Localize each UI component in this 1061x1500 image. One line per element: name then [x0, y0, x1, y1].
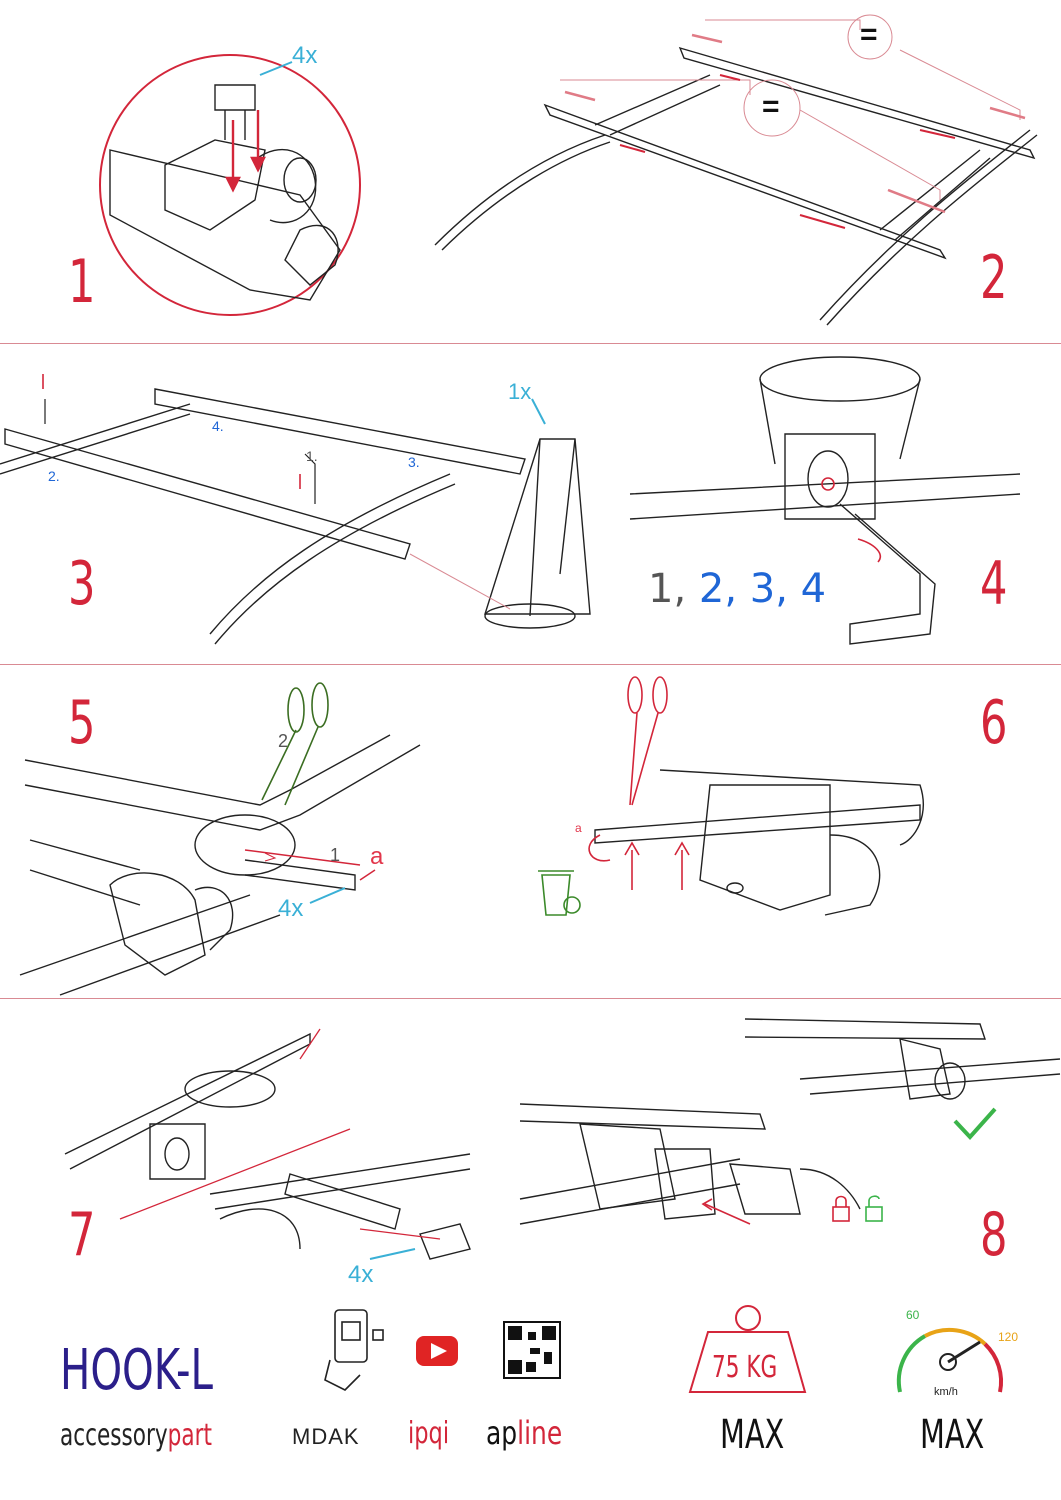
step-number: 3	[68, 549, 96, 619]
qty-label: 4x	[292, 42, 318, 69]
speedometer-icon	[896, 1327, 1004, 1393]
product-name: HOOK-L	[60, 1338, 214, 1403]
order-2: 2,	[698, 566, 738, 612]
sub-step-2: 2.	[48, 468, 60, 484]
step-4-illustration	[629, 356, 1021, 645]
step-number: 1	[68, 247, 96, 317]
order-4: 4	[800, 566, 827, 612]
step-1-illustration	[99, 54, 361, 316]
speed-max: MAX	[920, 1412, 985, 1458]
step-number: 5	[68, 688, 96, 758]
sub-step-3: 3.	[408, 454, 420, 470]
divider	[0, 998, 1061, 999]
brand-ipqi: ipqi	[408, 1416, 450, 1451]
step-2-illustration	[434, 14, 1038, 326]
step-6-panel: a 6	[520, 665, 1061, 997]
step-number: 4	[980, 549, 1008, 619]
speed-unit: km/h	[934, 1386, 958, 1398]
qr-code-icon	[503, 1321, 561, 1379]
step-5-illustration	[19, 682, 421, 996]
step-number: 6	[980, 688, 1008, 758]
brand-mdak: MDAK	[292, 1424, 360, 1449]
footer-icons	[324, 1305, 1004, 1393]
step-8-panel: 8	[500, 999, 1061, 1299]
qty-label: 4x	[278, 895, 304, 922]
check-mark-icon	[953, 1107, 997, 1140]
step-number: 7	[68, 1200, 96, 1270]
step-7-panel: 4x 7	[0, 999, 500, 1299]
step-5-panel: 2 1 a 4x 5	[0, 665, 520, 997]
qty-label: 1x	[508, 379, 532, 404]
brand-ap: ap	[486, 1414, 518, 1452]
divider	[0, 664, 1061, 665]
brand-part-b: part	[167, 1418, 212, 1453]
step-7-illustration	[64, 1028, 471, 1260]
label-a: a	[370, 843, 384, 870]
step-3-panel: 1x 1. 2. 3. 4. 3	[0, 344, 600, 664]
weight-value: 75 KG	[712, 1350, 778, 1385]
brand-apline: apline	[486, 1414, 562, 1452]
equal-sign-mid: =	[762, 90, 780, 123]
divider	[0, 343, 1061, 344]
equal-sign-top: =	[860, 18, 878, 51]
recycle-bin-icon	[538, 870, 581, 916]
sub-step-1: 1.	[306, 448, 318, 464]
step-8-illustration	[519, 1018, 1061, 1225]
sub-step-4: 4.	[212, 418, 224, 434]
step-2-panel: = = 2	[420, 0, 1061, 342]
step-1-panel: 4x 1	[0, 0, 420, 342]
phone-qr-scan-icon	[324, 1309, 384, 1391]
step-3-illustration	[0, 374, 591, 645]
step-4-panel: 1, 2, 3, 4 4	[600, 344, 1061, 664]
order-1: 1,	[648, 566, 687, 612]
lock-open-icon	[865, 1195, 883, 1222]
step-number: 8	[980, 1200, 1008, 1270]
lock-closed-icon	[832, 1195, 850, 1222]
footer: HOOK-L accessorypart	[0, 1300, 1061, 1500]
tightening-order: 1, 2, 3, 4	[648, 566, 826, 612]
youtube-icon	[416, 1336, 458, 1366]
order-3: 3,	[749, 566, 788, 612]
speed-120: 120	[998, 1330, 1019, 1344]
label-2: 2	[278, 731, 289, 751]
brand-line: line	[517, 1414, 563, 1452]
speed-60: 60	[906, 1308, 920, 1322]
brand-accessorypart: accessorypart	[60, 1418, 212, 1453]
label-a: a	[575, 821, 582, 835]
weight-icon	[688, 1305, 807, 1393]
step-6-illustration	[538, 676, 924, 916]
weight-max: MAX	[720, 1412, 785, 1458]
brand-part-a: accessory	[60, 1418, 168, 1453]
step-number: 2	[980, 243, 1008, 313]
label-1: 1	[330, 845, 341, 865]
qty-label: 4x	[348, 1261, 374, 1288]
